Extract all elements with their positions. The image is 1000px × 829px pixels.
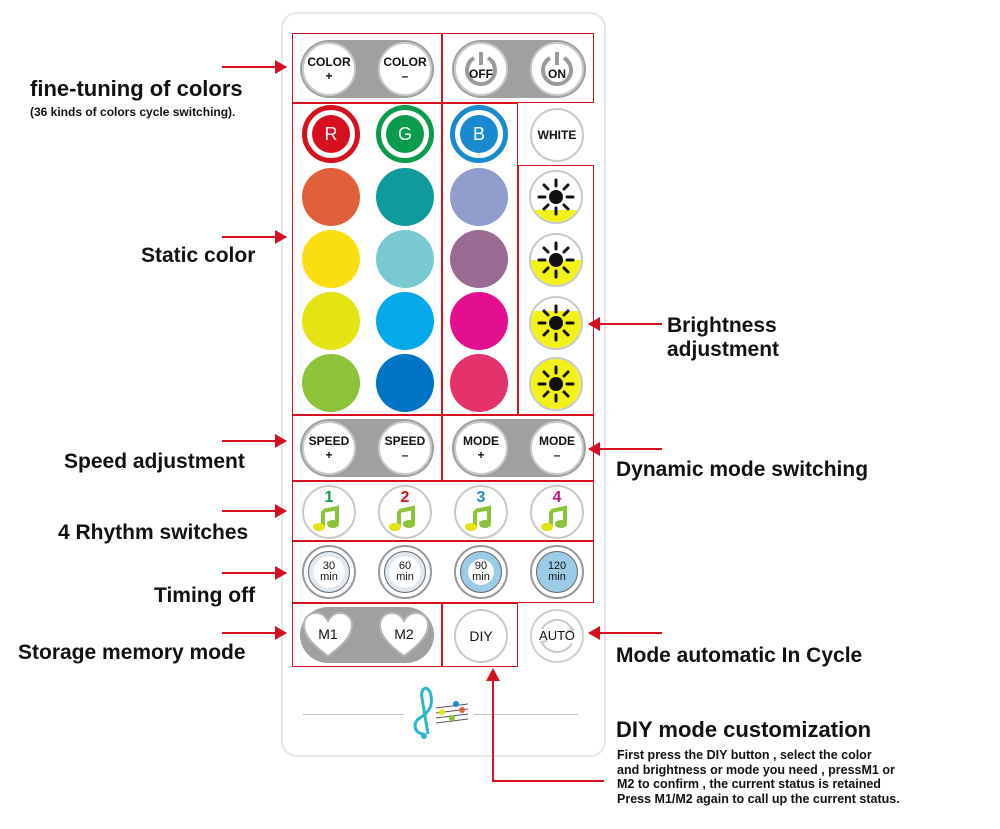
- speed-plus-button[interactable]: SPEED +: [302, 421, 356, 475]
- power-box: [442, 33, 594, 103]
- memory-box: [292, 603, 442, 667]
- label-static-color: Static color: [141, 244, 256, 267]
- color-button-green[interactable]: [302, 354, 360, 412]
- color-tune-box: [292, 33, 442, 103]
- power-icon: [465, 52, 497, 87]
- timer-button-30[interactable]: 30 min: [302, 545, 356, 599]
- timer-button-60[interactable]: 60 min: [378, 545, 432, 599]
- diy-arrow-line: [492, 680, 494, 782]
- red-button[interactable]: R: [302, 105, 360, 163]
- music-note-icon: [313, 505, 339, 531]
- off-button[interactable]: OFF: [454, 42, 508, 96]
- music-logo-icon: [404, 686, 474, 740]
- timer-button-120[interactable]: 120 min: [530, 545, 584, 599]
- label-timing-off: Timing off: [154, 584, 256, 607]
- clock-icon: 60 min: [384, 551, 426, 593]
- arrow-speed: [222, 434, 287, 448]
- m1-button[interactable]: M1: [302, 610, 354, 660]
- diy-description: First press the DIY button , select the …: [617, 748, 900, 806]
- arrow-dynamic-mode: [588, 442, 662, 456]
- auto-button[interactable]: AUTO: [530, 609, 584, 663]
- arrow-fine-tuning: [222, 60, 287, 74]
- brightness-fill: [531, 209, 581, 222]
- label-speed-adjust: Speed adjustment: [64, 450, 245, 473]
- color-button-blue[interactable]: [376, 354, 434, 412]
- brightness-button-4[interactable]: [529, 357, 583, 411]
- color-button-light-cyan[interactable]: [376, 230, 434, 288]
- color-minus-button[interactable]: COLOR –: [378, 42, 432, 96]
- rhythm-button-3[interactable]: 3: [454, 485, 508, 539]
- diy-box: [442, 603, 518, 667]
- white-button[interactable]: WHITE: [530, 108, 584, 162]
- speed-minus-button[interactable]: SPEED –: [378, 421, 432, 475]
- brightness-button-1[interactable]: [529, 170, 583, 224]
- heart-icon: [378, 611, 430, 658]
- green-button[interactable]: G: [376, 105, 434, 163]
- label-fine-tuning: fine-tuning of colors: [30, 76, 243, 101]
- arrow-memory: [222, 626, 287, 640]
- label-dynamic-mode: Dynamic mode switching: [616, 458, 869, 481]
- music-note-icon: [389, 505, 415, 531]
- static-color-box-right: [442, 103, 518, 415]
- color-button-yellow[interactable]: [302, 230, 360, 288]
- m2-button[interactable]: M2: [378, 610, 430, 660]
- static-color-box-left: [292, 103, 442, 415]
- label-diy-title: DIY mode customization: [616, 717, 872, 742]
- sun-icon: [537, 178, 575, 216]
- heart-icon: [302, 611, 354, 658]
- label-brightness-2: adjustment: [667, 338, 780, 361]
- sun-icon: [537, 304, 575, 342]
- power-icon: [541, 52, 573, 87]
- color-button-magenta[interactable]: [450, 292, 508, 350]
- brightness-box: [518, 165, 594, 415]
- blue-button[interactable]: B: [450, 105, 508, 163]
- music-note-icon: [465, 505, 491, 531]
- cycle-icon: [539, 619, 575, 653]
- on-button[interactable]: ON: [530, 42, 584, 96]
- diy-arrow-horizontal: [492, 780, 604, 782]
- arrow-auto: [588, 626, 662, 640]
- label-auto-cycle: Mode automatic In Cycle: [616, 644, 863, 667]
- sun-icon: [537, 365, 575, 403]
- label-rhythm: 4 Rhythm switches: [58, 521, 249, 544]
- arrow-brightness: [588, 317, 662, 331]
- clock-icon: 30 min: [308, 551, 350, 593]
- rhythm-button-4[interactable]: 4: [530, 485, 584, 539]
- label-storage-memory: Storage memory mode: [18, 641, 246, 664]
- color-button-lime-yellow[interactable]: [302, 292, 360, 350]
- sun-icon: [537, 241, 575, 279]
- arrow-timing: [222, 566, 287, 580]
- diy-button[interactable]: DIY: [454, 609, 508, 663]
- color-button-sky-blue[interactable]: [376, 292, 434, 350]
- arrow-rhythm: [222, 504, 287, 518]
- mode-minus-button[interactable]: MODE –: [530, 421, 584, 475]
- color-plus-button[interactable]: COLOR +: [302, 42, 356, 96]
- color-button-pink[interactable]: [450, 354, 508, 412]
- rhythm-button-2[interactable]: 2: [378, 485, 432, 539]
- label-brightness-1: Brightness: [667, 314, 777, 337]
- clock-icon: 90 min: [460, 551, 502, 593]
- brightness-button-3[interactable]: [529, 296, 583, 350]
- timer-button-90[interactable]: 90 min: [454, 545, 508, 599]
- rhythm-box: [292, 481, 594, 541]
- mode-plus-button[interactable]: MODE +: [454, 421, 508, 475]
- speed-box: [292, 415, 442, 481]
- arrow-static-color: [222, 230, 287, 244]
- clock-icon: 120 min: [536, 551, 578, 593]
- color-button-teal[interactable]: [376, 168, 434, 226]
- color-button-mauve[interactable]: [450, 230, 508, 288]
- timer-box: [292, 541, 594, 603]
- music-note-icon: [541, 505, 567, 531]
- diy-arrow-head: [486, 668, 500, 681]
- label-fine-tuning-sub: (36 kinds of colors cycle switching).: [30, 105, 236, 119]
- rhythm-button-1[interactable]: 1: [302, 485, 356, 539]
- color-button-orange[interactable]: [302, 168, 360, 226]
- color-button-lavender[interactable]: [450, 168, 508, 226]
- brightness-button-2[interactable]: [529, 233, 583, 287]
